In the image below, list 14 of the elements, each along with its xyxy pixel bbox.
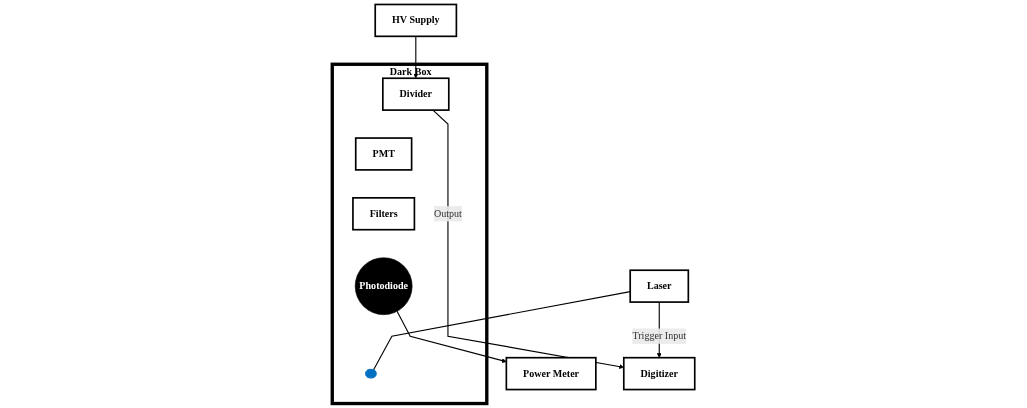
arrow (432, 109, 624, 369)
node-box: Laser (629, 269, 690, 303)
edge-label: Output (433, 207, 462, 220)
node-box: PMT (354, 137, 413, 171)
arrow (413, 35, 419, 79)
node-circle: Photodiode (354, 257, 413, 315)
arrow (396, 310, 507, 363)
connector (372, 291, 631, 371)
node-box: HV Supply (374, 3, 458, 38)
node-box: Digitizer (622, 356, 696, 391)
node-box: Filters (352, 197, 416, 231)
node-box: Power Meter (505, 356, 597, 391)
edge-label: Trigger Input (632, 330, 687, 342)
node-box: Divider (382, 77, 450, 111)
